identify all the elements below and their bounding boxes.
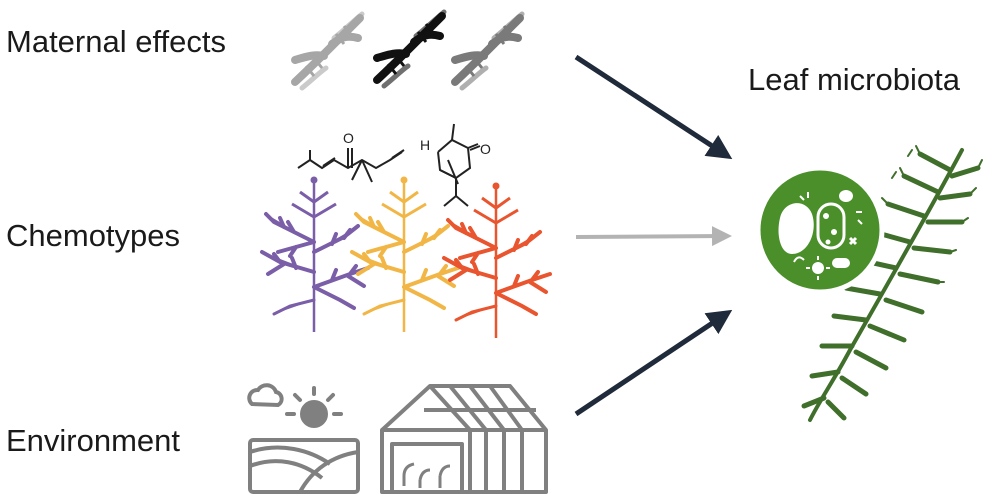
microbes-icon bbox=[755, 165, 885, 295]
plant-icon-purple bbox=[260, 175, 370, 334]
label-environment: Environment bbox=[6, 423, 181, 458]
molecule-hydrogen: H bbox=[420, 137, 430, 153]
greenhouse-icon bbox=[380, 384, 548, 494]
dna-icon-2 bbox=[377, 12, 444, 86]
dna-icon-1 bbox=[295, 14, 362, 88]
plant-icon-orange bbox=[442, 181, 552, 340]
arrow-chemotypes bbox=[575, 226, 732, 247]
arrow-environment bbox=[574, 309, 733, 417]
label-maternal-effects: Maternal effects bbox=[6, 24, 226, 59]
label-leaf-microbiota: Leaf microbiota bbox=[748, 62, 960, 97]
label-chemotypes: Chemotypes bbox=[6, 218, 181, 253]
cloud-sun-field-icon bbox=[247, 383, 360, 494]
molecule-oxygen-2: O bbox=[480, 141, 491, 157]
molecule-oxygen-1: O bbox=[343, 130, 354, 146]
plant-icon-yellow bbox=[350, 175, 460, 334]
molecule-thujone-icon bbox=[437, 123, 481, 207]
arrow-maternal bbox=[574, 54, 733, 160]
molecule-ketone-icon bbox=[297, 148, 405, 183]
dna-icon-3 bbox=[455, 14, 522, 88]
